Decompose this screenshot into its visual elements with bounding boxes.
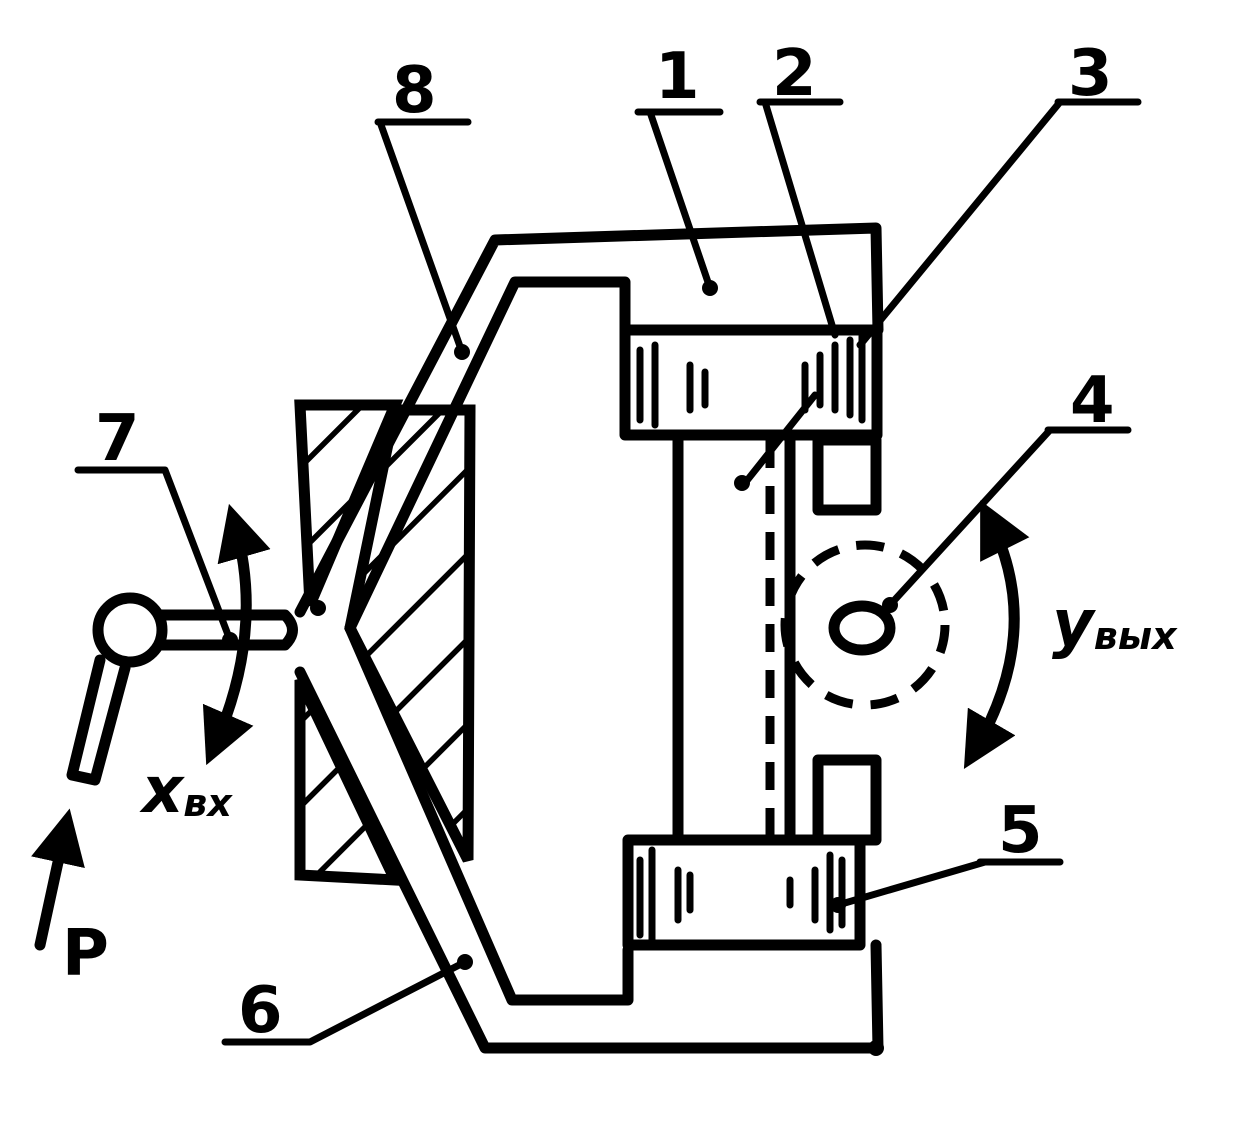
part-number-labels: 1 2 3 4 5 6 7 8 bbox=[95, 37, 1115, 1048]
input-motion-arrow bbox=[202, 503, 271, 766]
output-variable-label: yвых bbox=[1052, 587, 1178, 661]
part-number-7: 7 bbox=[95, 402, 140, 476]
part-number-2: 2 bbox=[772, 37, 817, 111]
lower-crossbar bbox=[622, 834, 866, 951]
part-number-8: 8 bbox=[392, 54, 437, 128]
input-lever-7 bbox=[66, 592, 298, 786]
variable-labels: xвх yвых P bbox=[62, 587, 1178, 991]
housing-part-1 bbox=[294, 222, 884, 1054]
part-number-6: 6 bbox=[238, 974, 283, 1048]
output-gear-4 bbox=[780, 540, 950, 710]
force-arrow bbox=[31, 808, 85, 951]
input-variable-label: xвх bbox=[139, 754, 233, 828]
force-label: P bbox=[62, 917, 109, 991]
part-number-5: 5 bbox=[998, 794, 1043, 868]
part-number-3: 3 bbox=[1068, 37, 1113, 111]
leader-lines bbox=[74, 98, 1142, 1046]
hatched-fixed-block bbox=[294, 399, 476, 886]
part-number-4: 4 bbox=[1070, 364, 1115, 438]
upper-crossbar bbox=[619, 324, 883, 441]
part-number-1: 1 bbox=[655, 40, 700, 114]
output-motion-arrow bbox=[963, 500, 1030, 770]
